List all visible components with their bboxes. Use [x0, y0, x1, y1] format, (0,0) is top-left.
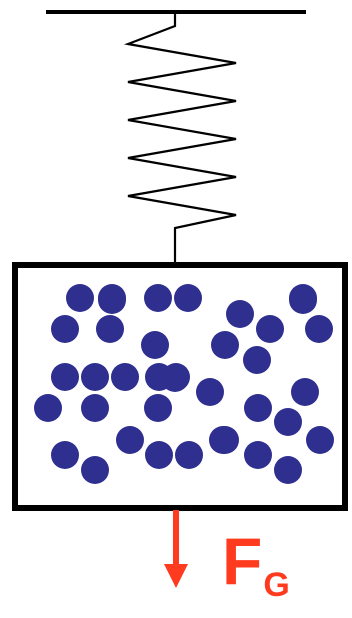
- gas-particle: [141, 331, 169, 359]
- gas-particle: [196, 378, 224, 406]
- force-label-main: F: [222, 524, 262, 598]
- gas-particle: [274, 408, 302, 436]
- gas-particle: [244, 441, 272, 469]
- force-arrow-head: [164, 564, 188, 588]
- gravity-force-label: FG: [222, 528, 290, 594]
- gas-particle: [98, 286, 126, 314]
- gas-particle: [211, 331, 239, 359]
- gas-particle: [256, 315, 284, 343]
- gas-particle: [144, 394, 172, 422]
- gas-particle: [305, 315, 333, 343]
- gravity-force-arrow-icon: [164, 510, 188, 588]
- gas-particle: [51, 441, 79, 469]
- gas-particle: [243, 346, 271, 374]
- gas-particle: [34, 394, 62, 422]
- gas-particle: [226, 300, 254, 328]
- gas-particle: [306, 426, 334, 454]
- gas-particle: [175, 441, 203, 469]
- gas-particle: [144, 284, 172, 312]
- force-label-subscript: G: [263, 566, 289, 604]
- gas-particle: [81, 363, 109, 391]
- spring-icon: [128, 12, 236, 263]
- gas-particle: [291, 378, 319, 406]
- gas-particle: [174, 284, 202, 312]
- gas-particle: [274, 456, 302, 484]
- gas-particle: [51, 363, 79, 391]
- gas-particle: [81, 394, 109, 422]
- gas-particle: [116, 426, 144, 454]
- gas-particle: [51, 315, 79, 343]
- gas-particle: [111, 363, 139, 391]
- gas-particle: [81, 456, 109, 484]
- gas-particle: [96, 315, 124, 343]
- gas-particle: [211, 426, 239, 454]
- gas-particle: [161, 364, 189, 392]
- gas-particle: [145, 441, 173, 469]
- gas-particle: [66, 284, 94, 312]
- gas-particle: [289, 286, 317, 314]
- gas-particle: [244, 394, 272, 422]
